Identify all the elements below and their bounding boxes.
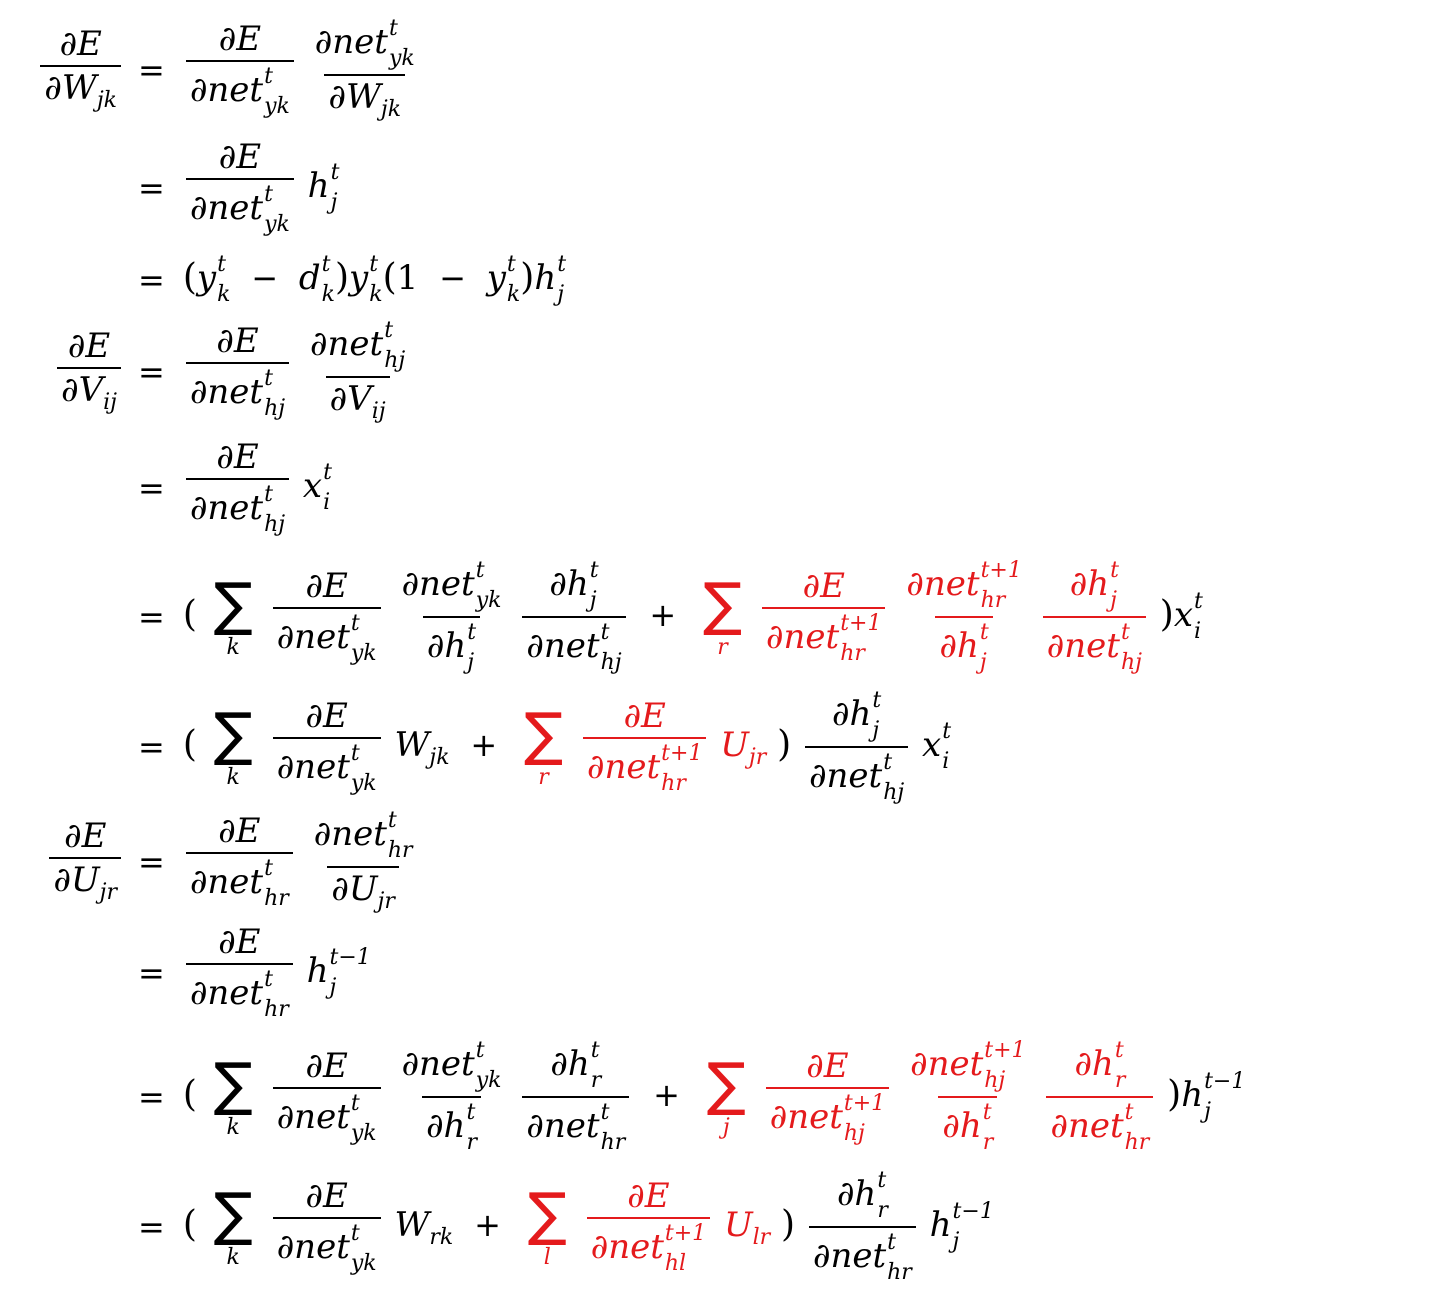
summation: ∑l: [527, 1180, 567, 1270]
equals-sign: =: [138, 728, 165, 766]
fraction: ∂E ∂Wjk: [40, 27, 121, 112]
equals-sign: =: [138, 261, 165, 299]
summation: ∑k: [213, 570, 253, 660]
lhs-dE-dVij: ∂E ∂Vij: [0, 329, 124, 414]
equals-sign: =: [138, 1208, 165, 1246]
equals-sign: =: [138, 169, 165, 207]
summation: ∑k: [213, 700, 253, 790]
lhs-dE-dUjr: ∂E ∂Ujr: [0, 819, 124, 904]
summation: ∑k: [213, 1180, 253, 1270]
equals-sign: =: [138, 352, 165, 391]
equals-sign: =: [138, 50, 165, 89]
summation: ∑k: [213, 1050, 253, 1140]
lhs-dE-dWjk: ∂E ∂Wjk: [0, 27, 124, 112]
fraction: ∂E ∂Ujr: [49, 819, 121, 904]
equals-sign: =: [138, 598, 165, 636]
equals-sign: =: [138, 842, 165, 881]
summation: ∑j: [706, 1050, 746, 1140]
equals-sign: =: [138, 954, 165, 992]
equals-sign: =: [138, 469, 165, 507]
equals-sign: =: [138, 1078, 165, 1116]
summation: ∑r: [523, 700, 564, 790]
fraction: ∂E ∂Vij: [56, 329, 121, 414]
summation: ∑r: [703, 570, 743, 660]
